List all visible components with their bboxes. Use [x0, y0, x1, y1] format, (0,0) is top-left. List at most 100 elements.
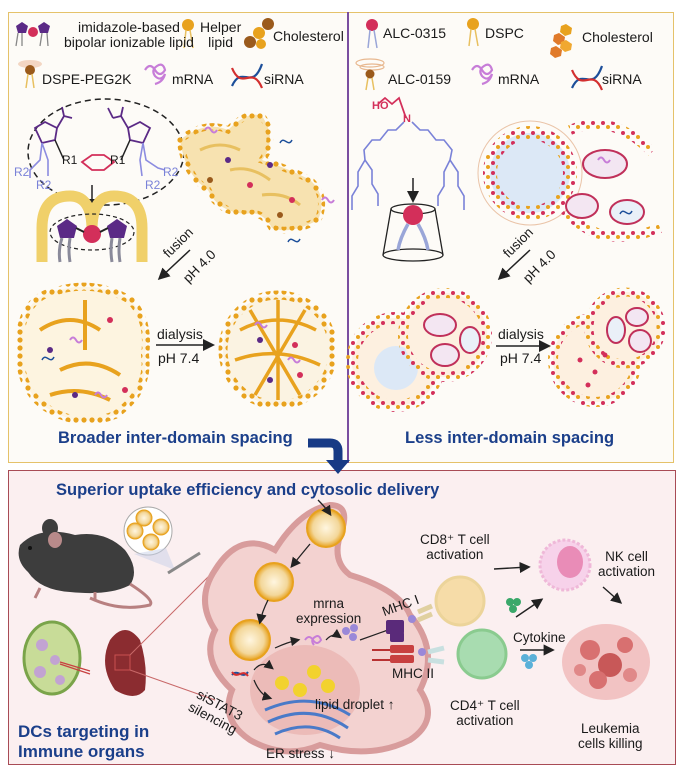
cytokine-green — [506, 598, 521, 613]
r2-label-3: R2 — [163, 165, 179, 179]
legend-helper-lipid: Helper lipid — [200, 20, 241, 50]
legend-ionizable-lipid: imidazole-based bipolar ionizable lipid — [64, 20, 194, 50]
lipid-droplet-label: lipid droplet ↑ — [315, 697, 395, 712]
fused-lnp-right — [346, 288, 492, 412]
mrna-expression-line2: expression — [296, 611, 362, 626]
dialysis-label-left: dialysis — [157, 326, 203, 342]
dialysis-label-right: dialysis — [498, 326, 544, 342]
branched-lipid-aggregate — [176, 111, 335, 243]
mrna-arrow — [274, 636, 301, 649]
mhc-i-complex — [359, 615, 416, 642]
leukemia-label: Leukemia cells killing — [578, 721, 643, 751]
nk-line1: NK cell — [605, 549, 648, 564]
r1-label-right: R1 — [110, 153, 126, 167]
mrna-expression-line1: mrna — [313, 596, 345, 611]
fused-lnp-left — [15, 282, 150, 425]
mhc-ii-label: MHC II — [392, 666, 434, 681]
legend-ionizable-line2: bipolar ionizable lipid — [64, 34, 194, 50]
final-lnp-left — [218, 290, 338, 410]
alc-vesicle — [477, 120, 583, 226]
organs-caption-line1: DCs targeting in — [18, 722, 150, 741]
ionizable-lipid-icon — [15, 22, 50, 47]
legend-dspc: DSPC — [485, 25, 524, 41]
uptake-arrow-3 — [256, 599, 269, 625]
dspc-icon — [467, 18, 479, 47]
cd8-line1: CD8⁺ T cell — [420, 532, 490, 547]
legend-sirna-left: siRNA — [264, 71, 304, 87]
nk-to-leukemia-arrow — [602, 586, 623, 604]
cd8-label: CD8⁺ T cell activation — [420, 532, 490, 562]
mrna-icon-right — [471, 63, 494, 86]
leukemia-cells — [562, 624, 650, 700]
dialysis-ph-right: pH 7.4 — [500, 350, 542, 366]
legend-helper-line2: lipid — [208, 34, 234, 50]
lipid-droplet-arrow — [253, 659, 274, 671]
alc-0159-icon — [355, 58, 385, 91]
organs-caption: DCs targeting in Immune organs — [18, 722, 149, 762]
r2-label-1: R2 — [14, 165, 30, 179]
fusion-arrow-right — [497, 249, 531, 281]
legend-alc-0315: ALC-0315 — [383, 25, 447, 41]
mouse-illustration — [18, 519, 153, 609]
legend-alc-0159: ALC-0159 — [388, 71, 452, 87]
legend-peg-lipid-left: DSPE-PEG2K — [42, 71, 132, 87]
legend-helper-line1: Helper — [200, 19, 242, 35]
fusion-arrow-left — [157, 249, 191, 281]
cytokine-to-nk-arrow — [515, 598, 544, 618]
caption-broader-spacing: Broader inter-domain spacing — [58, 429, 293, 447]
uptake-arrow-1 — [317, 499, 332, 517]
leukemia-line2: cells killing — [578, 736, 643, 751]
transition-arrowhead — [326, 460, 350, 474]
n-label: N — [403, 113, 411, 125]
cholesterol-icon — [244, 18, 274, 49]
r2-label-4: R2 — [145, 178, 161, 192]
helper-lipid-icon — [182, 19, 194, 49]
bottom-panel-title: Superior uptake efficiency and cytosolic… — [56, 481, 440, 499]
r1-label-left: R1 — [62, 153, 78, 167]
lymph-node-illustration — [22, 620, 91, 696]
legend-mrna-right: mRNA — [498, 71, 540, 87]
uptake-arrow-2 — [290, 543, 311, 569]
legend-ionizable-line1: imidazole-based — [78, 19, 180, 35]
dialysis-ph-left: pH 7.4 — [158, 350, 200, 366]
organs-caption-line2: Immune organs — [18, 742, 145, 761]
er-stress-label: ER stress ↓ — [266, 746, 336, 761]
legend-cholesterol-right: Cholesterol — [582, 29, 653, 45]
spleen-illustration — [105, 569, 216, 701]
nk-line2: activation — [598, 564, 656, 579]
cd4-t-cell — [427, 628, 508, 680]
caption-less-spacing: Less inter-domain spacing — [405, 429, 615, 447]
final-lnp-right — [548, 287, 666, 407]
sistat3-sirna-icon — [231, 671, 249, 677]
leukemia-line1: Leukemia — [580, 721, 640, 736]
peg-lipid-icon — [18, 60, 42, 89]
nk-cell — [538, 538, 592, 592]
transition-arrow — [308, 438, 343, 462]
alc-0315-structure — [351, 96, 465, 262]
sirna-icon-right — [570, 65, 604, 91]
cd4-label: CD4⁺ T cell activation — [450, 698, 520, 728]
syringe-with-lnp-zoom — [123, 506, 201, 575]
cd4-line2: activation — [456, 713, 514, 728]
cholesterol-icon-right — [550, 24, 572, 58]
legend-cholesterol-left: Cholesterol — [273, 28, 344, 44]
dendritic-cell — [202, 501, 431, 755]
mrna-icon — [144, 63, 167, 86]
cytokine-label: Cytokine — [513, 630, 566, 645]
legend-sirna-right: siRNA — [602, 71, 642, 87]
cd4-line1: CD4⁺ T cell — [450, 698, 520, 713]
antigen-arrow — [325, 628, 342, 641]
mrna-expression-label: mrna expression — [296, 596, 361, 626]
alc-fragment-top — [568, 119, 656, 179]
cd8-to-nk-arrow — [493, 561, 531, 574]
cd8-line2: activation — [426, 547, 484, 562]
ho-label: HO — [372, 100, 389, 112]
cytokine-blue — [521, 654, 537, 669]
alc-0315-icon — [366, 19, 378, 49]
sirna-icon — [230, 63, 264, 89]
lnp-uptake-3 — [229, 619, 271, 661]
lnp-uptake-1 — [306, 508, 346, 548]
panel-divider — [347, 12, 349, 463]
antigen-peptides — [342, 624, 358, 641]
lnp-uptake-2 — [254, 562, 294, 602]
